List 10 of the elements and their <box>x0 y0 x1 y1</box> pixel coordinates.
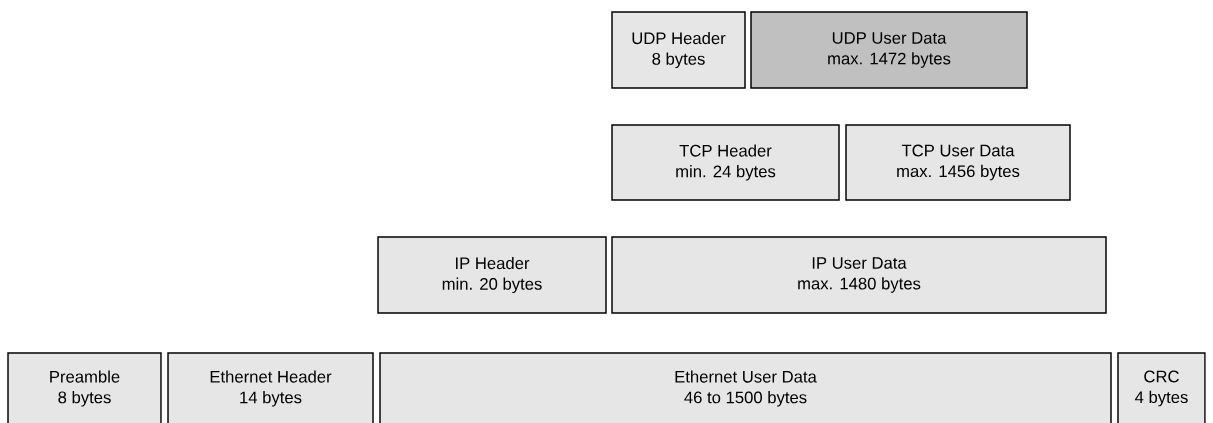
field-box: IP Header min. 20 bytes <box>377 236 607 314</box>
field-box: Preamble 8 bytes <box>7 352 162 423</box>
field-box: CRC 4 bytes <box>1117 352 1206 423</box>
field-box: TCP Header min. 24 bytes <box>611 124 840 201</box>
field-box: UDP User Data max. 1472 bytes <box>750 11 1028 89</box>
field-box: IP User Data max. 1480 bytes <box>611 236 1107 314</box>
field-box: UDP Header 8 bytes <box>611 11 746 89</box>
field-box: TCP User Data max. 1456 bytes <box>845 124 1071 201</box>
field-box: Ethernet User Data 46 to 1500 bytes <box>379 352 1112 423</box>
field-box: Ethernet Header 14 bytes <box>167 352 374 423</box>
